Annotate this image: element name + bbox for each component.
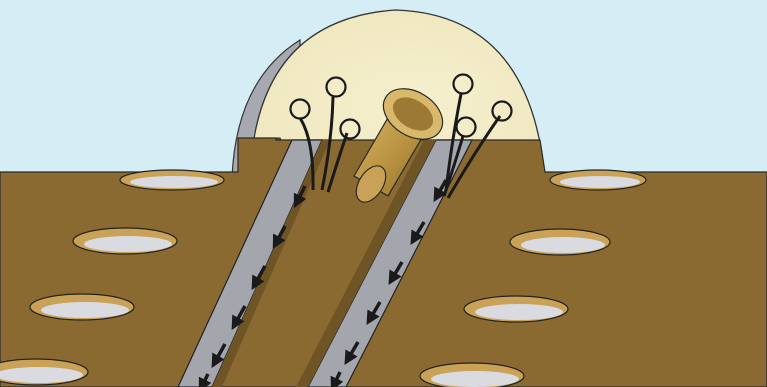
hole <box>464 296 568 322</box>
hole <box>0 359 88 385</box>
hole <box>420 363 524 387</box>
hole <box>73 228 177 254</box>
hole <box>550 170 646 190</box>
hole <box>510 229 610 255</box>
hole <box>30 294 134 320</box>
hole <box>120 170 224 190</box>
